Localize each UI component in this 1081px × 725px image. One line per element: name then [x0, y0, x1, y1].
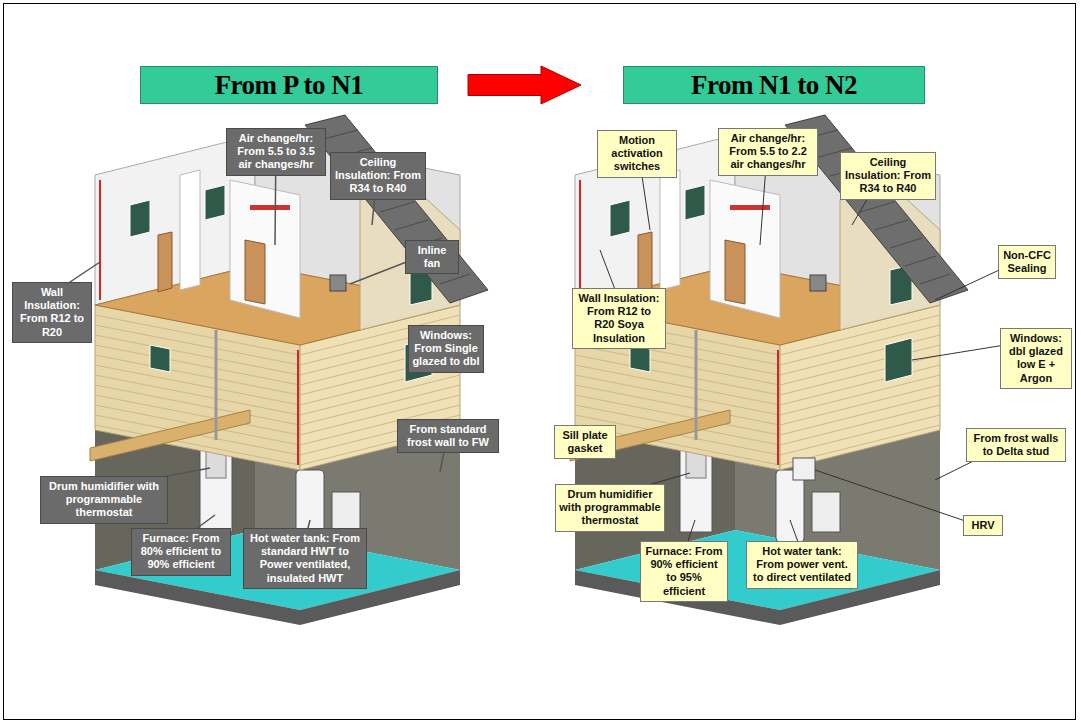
callout-text: Air change/hr: From 5.5 to 2.2 air chang… — [722, 132, 814, 172]
callout-text: Sill plate gasket — [558, 429, 612, 455]
callout-box: HRV — [963, 515, 1003, 536]
house-before — [90, 115, 488, 625]
callout-box: Windows: dbl glazed low E + Argon — [1000, 328, 1072, 389]
callout-box: Windows: From Single glazed to dbl — [408, 325, 484, 373]
callout-text: Wall Insulation: From R12 to R20 — [16, 286, 88, 339]
callout-box: From frost walls to Delta stud — [966, 428, 1066, 462]
block-arrow — [468, 66, 581, 104]
callout-box: Drum humidifier with programmable thermo… — [40, 476, 168, 524]
callout-box: Sill plate gasket — [554, 425, 616, 459]
callout-box: Hot water tank: From power vent. to dire… — [746, 541, 858, 589]
callout-text: Windows: From Single glazed to dbl — [412, 329, 480, 369]
callout-box: From standard frost wall to FW — [397, 419, 499, 453]
hrv-unit — [793, 458, 815, 480]
stage-header: From N1 to N2 — [623, 66, 925, 104]
callout-text: Furnace: From 90% efficient to 95% effic… — [644, 545, 724, 598]
callout-text: Hot water tank: From standard HWT to Pow… — [247, 532, 363, 585]
callout-text: Motion activation switches — [601, 134, 673, 174]
callout-box: Furnace: From 90% efficient to 95% effic… — [640, 541, 728, 602]
callout-box: Wall Insulation: From R12 to R20 — [12, 282, 92, 343]
stage-header: From P to N1 — [140, 66, 438, 104]
callout-text: Wall Insulation: From R12 to R20 Soya In… — [576, 292, 662, 345]
callout-box: Ceiling Insulation: From R34 to R40 — [840, 152, 936, 200]
callout-box: Inline fan — [405, 240, 459, 274]
leader-line — [815, 470, 983, 527]
callout-box: Non-CFC Sealing — [998, 245, 1056, 279]
callout-box: Wall Insulation: From R12 to R20 Soya In… — [572, 288, 666, 349]
callout-text: Air change/hr: From 5.5 to 3.5 air chang… — [230, 132, 322, 172]
callout-text: Hot water tank: From power vent. to dire… — [750, 545, 854, 585]
callout-text: HRV — [967, 519, 999, 532]
callout-box: Air change/hr: From 5.5 to 3.5 air chang… — [226, 128, 326, 176]
callout-text: Non-CFC Sealing — [1002, 249, 1052, 275]
header-text: From P to N1 — [215, 70, 364, 101]
house-after — [570, 115, 968, 625]
callout-box: Air change/hr: From 5.5 to 2.2 air chang… — [718, 128, 818, 176]
callout-text: Furnace: From 80% efficient to 90% effic… — [135, 532, 227, 572]
callout-box: Drum humidifier with programmable thermo… — [555, 484, 665, 532]
callout-text: Ceiling Insulation: From R34 to R40 — [844, 156, 932, 196]
callout-box: Furnace: From 80% efficient to 90% effic… — [131, 528, 231, 576]
header-text: From N1 to N2 — [691, 70, 857, 101]
callout-text: Ceiling Insulation: From R34 to R40 — [334, 156, 422, 196]
callout-text: Inline fan — [409, 244, 455, 270]
callout-box: Motion activation switches — [597, 130, 677, 178]
callout-text: Windows: dbl glazed low E + Argon — [1004, 332, 1068, 385]
callout-text: From standard frost wall to FW — [401, 423, 495, 449]
callout-box: Ceiling Insulation: From R34 to R40 — [330, 152, 426, 200]
callout-box: Hot water tank: From standard HWT to Pow… — [243, 528, 367, 589]
callout-text: Drum humidifier with programmable thermo… — [559, 488, 661, 528]
callout-text: Drum humidifier with programmable thermo… — [44, 480, 164, 520]
callout-text: From frost walls to Delta stud — [970, 432, 1062, 458]
